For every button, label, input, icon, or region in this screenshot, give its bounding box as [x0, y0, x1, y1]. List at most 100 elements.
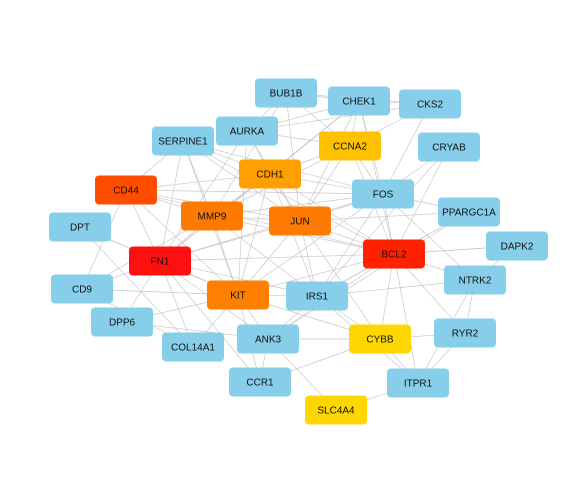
node-cybb[interactable]: CYBB	[349, 324, 411, 354]
node-label: COL14A1	[171, 343, 215, 354]
edge-fos-kit	[237, 193, 384, 296]
node-kit[interactable]: KIT	[207, 280, 269, 310]
node-box	[387, 368, 449, 398]
node-box	[237, 324, 299, 354]
edge-cd44-kit	[125, 189, 239, 296]
edge-cryab-bcl2	[393, 146, 450, 255]
node-ryr2[interactable]: RYR2	[434, 318, 496, 348]
edge-bub1b-jun	[285, 92, 301, 222]
node-serpine1[interactable]: SERPINE1	[152, 126, 214, 156]
node-label: SERPINE1	[158, 137, 208, 148]
node-box	[438, 197, 500, 227]
edge-chek1-jun	[299, 100, 360, 222]
node-box	[328, 86, 390, 116]
node-label: ANK3	[255, 335, 282, 346]
node-label: CD9	[72, 285, 92, 296]
node-fn1[interactable]: FN1	[129, 246, 191, 276]
node-ntrk2[interactable]: NTRK2	[444, 265, 506, 295]
edge-bcl2-fn1	[159, 253, 395, 262]
node-label: DAPK2	[501, 242, 534, 253]
node-ccna2[interactable]: CCNA2	[319, 131, 381, 161]
node-dapk2[interactable]: DAPK2	[486, 231, 548, 261]
node-box	[352, 179, 414, 209]
node-itpr1[interactable]: ITPR1	[387, 368, 449, 398]
node-cdh1[interactable]: CDH1	[239, 159, 301, 189]
node-box	[434, 318, 496, 348]
node-box	[305, 395, 367, 425]
node-label: MMP9	[198, 212, 227, 223]
edge-jun-cybb	[299, 220, 381, 340]
edge-bub1b-mmp9	[211, 92, 287, 217]
node-ppargc1a[interactable]: PPARGC1A	[438, 197, 500, 227]
node-label: SLC4A4	[317, 406, 355, 417]
node-col14a1[interactable]: COL14A1	[162, 332, 224, 362]
node-label: CD44	[113, 186, 139, 197]
node-label: AURKA	[230, 127, 265, 138]
edge-cks2-fos	[382, 103, 431, 195]
edge-dpt-col14a1	[79, 226, 194, 348]
node-box	[239, 159, 301, 189]
node-label: BCL2	[381, 250, 406, 261]
node-box	[152, 126, 214, 156]
node-box	[399, 89, 461, 119]
node-bub1b[interactable]: BUB1B	[255, 78, 317, 108]
node-box	[349, 324, 411, 354]
node-cd9[interactable]: CD9	[51, 274, 113, 304]
node-box	[363, 239, 425, 269]
node-fos[interactable]: FOS	[352, 179, 414, 209]
node-cryab[interactable]: CRYAB	[418, 132, 480, 162]
node-dpp6[interactable]: DPP6	[91, 307, 153, 337]
node-label: DPT	[70, 223, 90, 234]
node-label: CCNA2	[333, 142, 367, 153]
node-label: ITPR1	[404, 379, 433, 390]
node-jun[interactable]: JUN	[269, 206, 331, 236]
node-label: NTRK2	[459, 276, 492, 287]
node-label: CYBB	[366, 335, 394, 346]
node-box	[129, 246, 191, 276]
node-label: KIT	[230, 291, 246, 302]
node-box	[229, 367, 291, 397]
node-bcl2[interactable]: BCL2	[363, 239, 425, 269]
node-box	[486, 231, 548, 261]
node-cks2[interactable]: CKS2	[399, 89, 461, 119]
node-box	[216, 116, 278, 146]
edge-serpine1-bcl2	[182, 140, 395, 255]
node-cd44[interactable]: CD44	[95, 175, 157, 205]
node-box	[286, 281, 348, 311]
node-label: CCR1	[246, 378, 274, 389]
node-label: CRYAB	[432, 143, 466, 154]
edge-fn1-ccr1	[159, 260, 261, 383]
node-aurka[interactable]: AURKA	[216, 116, 278, 146]
node-irs1[interactable]: IRS1	[286, 281, 348, 311]
node-label: FOS	[373, 190, 394, 201]
node-label: DPP6	[109, 318, 136, 329]
node-box	[95, 175, 157, 205]
node-chek1[interactable]: CHEK1	[328, 86, 390, 116]
edge-ppargc1a-ank3	[267, 211, 470, 340]
node-slc4a4[interactable]: SLC4A4	[305, 395, 367, 425]
node-dpt[interactable]: DPT	[49, 212, 111, 242]
node-ank3[interactable]: ANK3	[237, 324, 299, 354]
node-label: CHEK1	[342, 97, 376, 108]
node-box	[255, 78, 317, 108]
node-label: IRS1	[306, 292, 329, 303]
node-box	[418, 132, 480, 162]
edge-bcl2-itpr1	[393, 253, 419, 384]
edge-cd44-bcl2	[125, 189, 395, 255]
node-label: RYR2	[452, 329, 479, 340]
node-box	[207, 280, 269, 310]
edge-chek1-bcl2	[358, 100, 395, 255]
node-mmp9[interactable]: MMP9	[181, 201, 243, 231]
node-box	[91, 307, 153, 337]
node-box	[49, 212, 111, 242]
node-box	[319, 131, 381, 161]
edge-cryab-irs1	[316, 146, 450, 297]
node-label: PPARGC1A	[442, 208, 496, 219]
node-ccr1[interactable]: CCR1	[229, 367, 291, 397]
node-box	[269, 206, 331, 236]
edge-cd44-fos	[125, 189, 384, 195]
node-label: CDH1	[256, 170, 284, 181]
node-box	[444, 265, 506, 295]
